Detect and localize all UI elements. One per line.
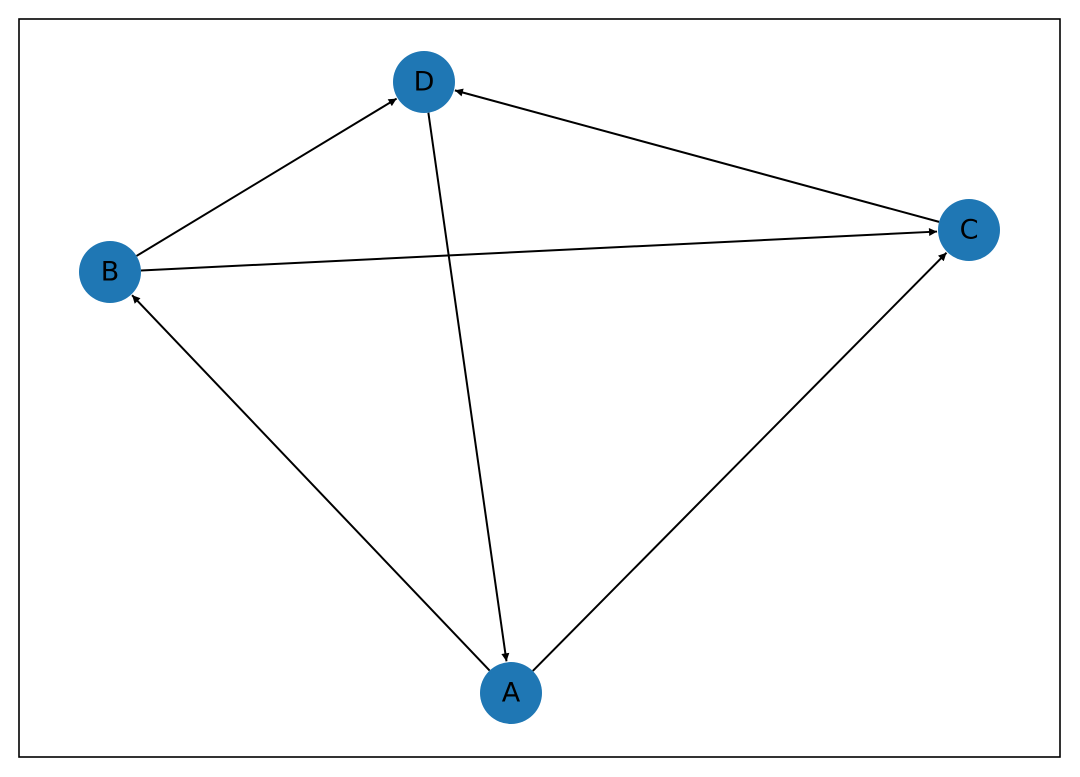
node-c: C [938,199,1000,261]
node-circle [393,51,455,113]
node-circle [938,199,1000,261]
edge-a-to-c [532,252,948,672]
node-label: C [960,215,979,246]
node-label: D [414,67,435,98]
edge-c-to-d [454,88,940,223]
node-circle [480,662,542,724]
node-a: A [480,662,542,724]
node-label: B [101,257,120,288]
edge-b-to-c [140,227,938,272]
plot-frame [18,18,1061,758]
node-d: D [393,51,455,113]
edge-b-to-d [136,97,398,257]
node-label: A [502,678,521,709]
nodes-layer: A B C D [79,51,1000,724]
edges-layer [131,88,948,672]
node-b: B [79,241,141,303]
edge-d-to-a [427,112,510,662]
node-circle [79,241,141,303]
edge-a-to-b [131,294,491,672]
